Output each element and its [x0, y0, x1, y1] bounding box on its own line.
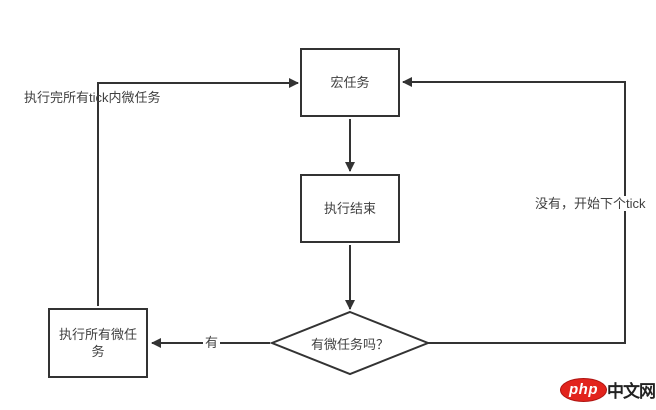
arrow-decision-to-macro — [402, 77, 626, 344]
php-logo-badge: php — [560, 377, 607, 402]
edge-label-yes: 有 — [203, 335, 221, 350]
php-cn-watermark: php 中文网 — [560, 377, 656, 402]
php-cn-site-text: 中文网 — [607, 382, 656, 401]
node-execution-end-label: 执行结束 — [323, 201, 376, 216]
node-run-all-microtasks-label: 执行所有微任务 — [58, 327, 137, 359]
arrow-microtasks-to-macro — [97, 78, 299, 306]
edge-label-no-start-next-tick: 没有，开始下个tick — [533, 196, 648, 211]
node-has-microtasks-label: 有微任务吗？ — [310, 336, 389, 352]
node-execution-end: 执行结束 — [300, 174, 400, 243]
decision-diamond — [269, 310, 431, 376]
node-run-all-microtasks: 执行所有微任务 — [48, 308, 148, 378]
node-macro-task-label: 宏任务 — [330, 75, 370, 90]
node-macro-task: 宏任务 — [300, 48, 400, 117]
edge-label-after-tick-microtasks: 执行完所有tick内微任务 — [24, 90, 161, 105]
